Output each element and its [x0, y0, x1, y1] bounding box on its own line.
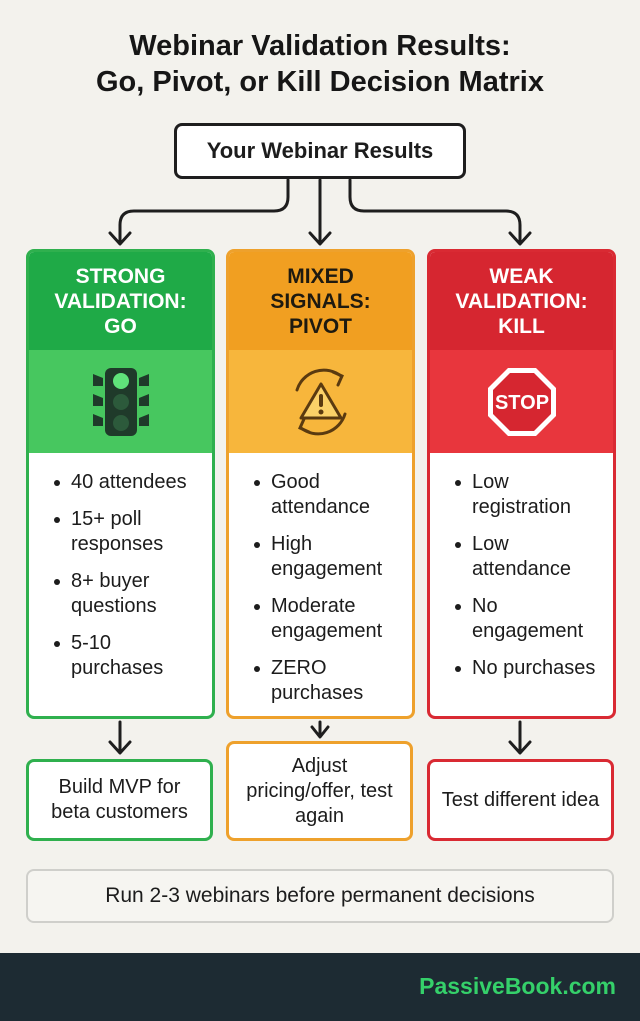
column-pivot-heading-line-1: MIXED	[287, 264, 354, 288]
arrow-kill-outcome-head	[508, 740, 532, 755]
list-item: Good attendance	[253, 470, 404, 520]
column-kill-heading-line-3: KILL	[498, 314, 545, 338]
arrow-go-outcome-head	[108, 740, 132, 755]
list-item: 5-10 purchases	[53, 631, 204, 681]
arrow-to-go	[118, 178, 290, 245]
brand-logo-text: PassiveBook.com	[419, 973, 616, 999]
list-item: 15+ poll responses	[53, 507, 204, 557]
list-item: High engagement	[253, 532, 404, 582]
footer-bar: PassiveBook.com	[0, 953, 640, 1021]
column-go-heading-line-2: VALIDATION:	[54, 289, 187, 313]
outcome-kill-label: Test different idea	[441, 788, 600, 811]
column-kill-heading: WEAK VALIDATION: KILL	[430, 252, 613, 350]
warning-cycle-icon	[229, 350, 412, 453]
list-item: No engagement	[454, 594, 605, 644]
title-line-1: Webinar Validation Results:	[129, 30, 511, 62]
list-item: ZERO purchases	[253, 656, 404, 706]
list-item: Moderate engagement	[253, 594, 404, 644]
root-node-webinar-results: Your Webinar Results	[174, 123, 466, 179]
column-go-heading-line-3: GO	[104, 314, 137, 338]
title-line-2: Go, Pivot, or Kill Decision Matrix	[96, 66, 544, 98]
column-go-heading-line-1: STRONG	[75, 264, 166, 288]
root-node-label: Your Webinar Results	[206, 138, 434, 163]
column-pivot: MIXED SIGNALS: PIVOT Good attendance Hig…	[226, 249, 415, 719]
arrow-to-pivot-head	[308, 231, 332, 246]
outcome-go-label: Build MVP for beta customers	[51, 776, 188, 823]
outcome-pivot-label: Adjust pricing/offer, test again	[246, 754, 393, 827]
page-title: Webinar Validation Results: Go, Pivot, o…	[0, 28, 640, 100]
advice-note: Run 2-3 webinars before permanent decisi…	[26, 869, 614, 923]
outcome-pivot: Adjust pricing/offer, test again	[226, 741, 413, 841]
list-item: 8+ buyer questions	[53, 569, 204, 619]
advice-note-text: Run 2-3 webinars before permanent decisi…	[105, 884, 535, 907]
stop-sign-icon: STOP	[430, 350, 613, 453]
list-item: 40 attendees	[53, 470, 204, 495]
column-go: STRONG VALIDATION: GO 40 attendees 15+ p…	[26, 249, 215, 719]
outcome-go: Build MVP for beta customers	[26, 759, 213, 841]
column-go-heading: STRONG VALIDATION: GO	[29, 252, 212, 350]
arrow-to-kill	[348, 178, 522, 245]
column-kill-heading-line-2: VALIDATION:	[455, 289, 588, 313]
traffic-light-icon	[29, 350, 212, 453]
column-pivot-criteria: Good attendance High engagement Moderate…	[229, 453, 412, 706]
column-pivot-heading-line-2: SIGNALS:	[270, 289, 371, 313]
stop-sign-text: STOP	[494, 392, 548, 414]
column-kill: WEAK VALIDATION: KILL STOP Low registrat…	[427, 249, 616, 719]
arrow-pivot-outcome-head	[310, 725, 330, 739]
column-kill-criteria: Low registration Low attendance No engag…	[430, 453, 613, 681]
list-item: Low attendance	[454, 532, 605, 582]
arrow-to-kill-head	[508, 231, 532, 246]
outcome-kill: Test different idea	[427, 759, 614, 841]
column-go-criteria: 40 attendees 15+ poll responses 8+ buyer…	[29, 453, 212, 681]
column-kill-heading-line-1: WEAK	[489, 264, 554, 288]
arrow-to-go-head	[108, 231, 132, 246]
list-item: No purchases	[454, 656, 605, 681]
list-item: Low registration	[454, 470, 605, 520]
column-pivot-heading: MIXED SIGNALS: PIVOT	[229, 252, 412, 350]
column-pivot-heading-line-3: PIVOT	[288, 314, 352, 338]
